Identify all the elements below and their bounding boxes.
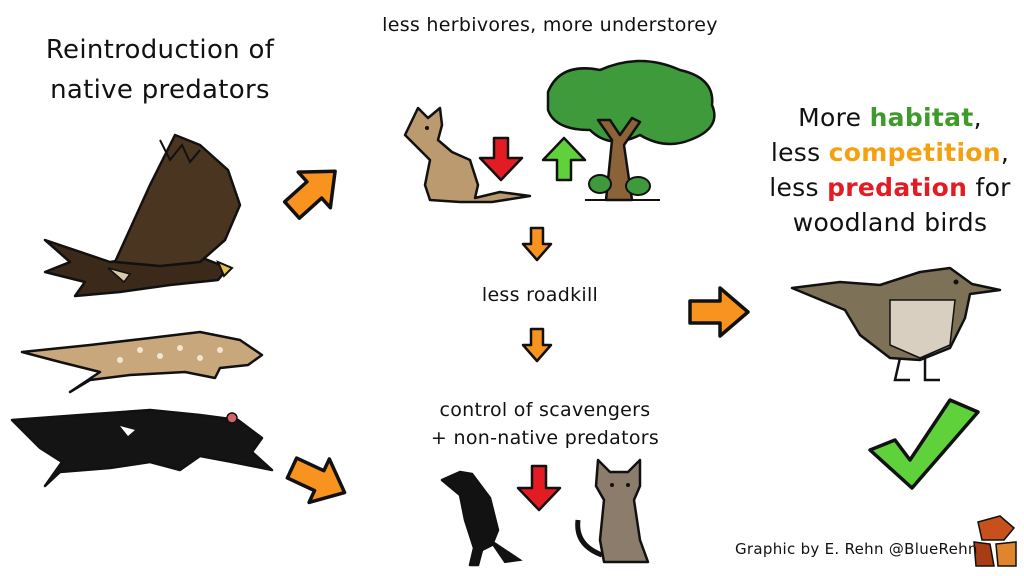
arrow-to-herbivores (274, 151, 353, 230)
wallaby-icon (403, 106, 532, 204)
title-line-2: native predators (50, 75, 270, 105)
outcome-line-2: less competition, (770, 138, 1010, 167)
scavengers-caption-line-2: + non-native predators (430, 427, 660, 449)
raven-icon (440, 470, 523, 567)
woodland-bird-icon (790, 266, 1002, 382)
down-arrow-2 (521, 327, 553, 363)
graphic-credit: Graphic by E. Rehn @BlueRehn (735, 540, 978, 558)
roadkill-caption: less roadkill (481, 284, 599, 306)
predation-word: predation (827, 173, 968, 202)
competition-word: competition (828, 138, 1001, 167)
decrease-arrow-icon-2 (516, 464, 562, 512)
arrow-to-scavengers (280, 444, 357, 517)
eagle-icon (43, 133, 242, 298)
outcome-line-3: less predation for (769, 173, 1011, 202)
outcome-text: More habitat, less competition, less pre… (760, 100, 1020, 240)
tasmanian-devil-icon (10, 408, 274, 488)
cat-icon (575, 458, 650, 564)
logo-icon (973, 515, 1017, 567)
diagram-title: Reintroduction of native predators (30, 30, 290, 110)
title-line-1: Reintroduction of (45, 35, 275, 65)
scavengers-caption-line-1: control of scavengers (439, 399, 651, 421)
scavengers-caption: control of scavengers + non-native preda… (400, 396, 690, 452)
increase-arrow-icon (541, 136, 587, 182)
quoll-icon (20, 330, 264, 394)
herbivores-caption: less herbivores, more understorey (382, 14, 718, 36)
arrow-to-birds (688, 286, 750, 338)
down-arrow-1 (521, 226, 553, 262)
decrease-arrow-icon (478, 136, 524, 182)
outcome-line-1: More habitat, (798, 103, 982, 132)
checkmark-icon (868, 398, 980, 490)
habitat-word: habitat (869, 103, 974, 132)
tree-icon (546, 59, 716, 202)
outcome-line-4: woodland birds (792, 208, 988, 237)
